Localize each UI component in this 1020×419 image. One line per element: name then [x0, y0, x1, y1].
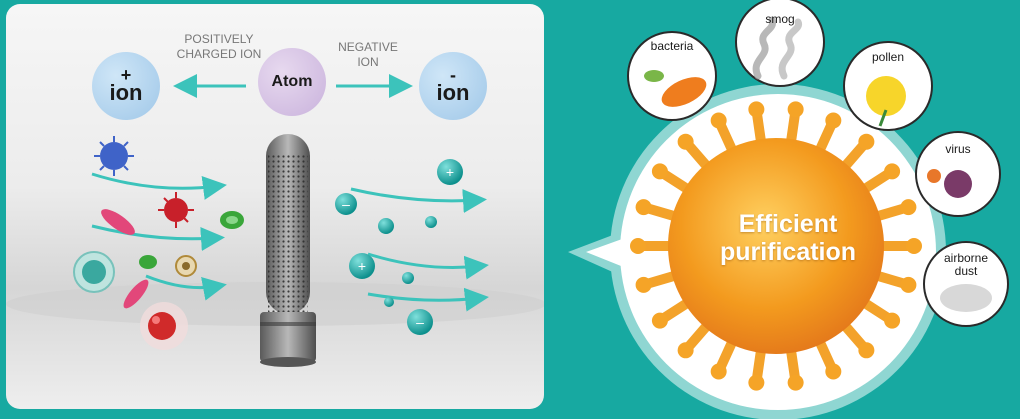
ion-balls: + – + –: [335, 159, 463, 335]
negative-ion-circle: - ion: [419, 52, 487, 120]
positive-ion-word: ion: [109, 80, 143, 105]
atom-circle: Atom: [258, 48, 326, 116]
virus-badge: [915, 131, 1001, 217]
virus-spike-tip: [710, 363, 727, 380]
smog-label: smog: [765, 12, 795, 26]
virus-spike-tip: [651, 163, 668, 180]
virus-spike-tip: [635, 276, 652, 293]
virus-spike-tip: [858, 133, 875, 150]
positive-ion-circle: + ion: [92, 52, 160, 120]
orange-virus-icon: [630, 101, 922, 391]
virus-label: virus: [945, 142, 971, 156]
virus-spike-tip: [677, 133, 694, 150]
virus-spike-tip: [900, 276, 917, 293]
virus-spike-tip: [630, 238, 646, 254]
negative-ion-sign: -: [450, 65, 456, 85]
svg-text:–: –: [416, 314, 424, 330]
purification-line-1: Efficient: [738, 210, 838, 238]
virus-spike-tip: [787, 101, 804, 118]
virus-spike-tip: [900, 199, 917, 216]
svg-text:+: +: [446, 164, 454, 180]
virus-spike-tip: [884, 163, 901, 180]
positive-caption: POSITIVELY CHARGED ION: [176, 32, 262, 61]
purification-title: Efficient purification: [683, 210, 893, 266]
red-cell-cluster-icon: [140, 302, 188, 350]
pollutant-flow-arrows: [91, 172, 227, 301]
tan-spore-icon: [175, 255, 197, 277]
bacteria-badge: [627, 31, 717, 121]
positive-ion-sign: +: [120, 65, 132, 85]
svg-text:–: –: [342, 196, 350, 212]
virus-spike-tip: [748, 101, 765, 118]
ionization-panel: POSITIVELY CHARGED ION NEGATIVE ION + io…: [6, 4, 544, 409]
ion-flow-arrows: [350, 187, 489, 312]
red-virus-icon: [158, 192, 194, 228]
airborne-dust-label: airborne dust: [943, 251, 989, 278]
negative-ion-word: ion: [436, 80, 470, 105]
svg-text:+: +: [358, 258, 366, 274]
virus-spike-tip: [710, 112, 727, 129]
blue-virus-icon: [94, 136, 134, 176]
virus-spike-tip: [858, 342, 875, 359]
virus-spike-tip: [748, 374, 765, 391]
pollen-badge: [843, 41, 933, 131]
virus-spike-tip: [825, 112, 842, 129]
virus-spike-tip: [651, 312, 668, 329]
pollen-label: pollen: [871, 50, 905, 64]
virus-spike-tip: [884, 312, 901, 329]
virus-spike-tip: [825, 363, 842, 380]
virus-spike-tip: [677, 342, 694, 359]
pink-bacterium-2-icon: [123, 279, 149, 309]
bacteria-label: bacteria: [650, 39, 694, 53]
teal-bacteria-cluster-icon: [73, 251, 115, 293]
green-cell-icon: [139, 211, 244, 269]
pink-bacterium-icon: [101, 209, 135, 235]
atom-label: Atom: [271, 73, 313, 90]
virus-spike-tip: [635, 199, 652, 216]
smog-badge: [735, 0, 825, 87]
virus-spike-tip: [787, 374, 804, 391]
purification-line-2: purification: [719, 238, 857, 266]
virus-spike-tip: [906, 238, 922, 254]
ionizer-tube-icon: [260, 134, 316, 367]
airborne-dust-badge: [923, 241, 1009, 327]
ionization-illustration: + – + –: [6, 74, 544, 367]
negative-caption: NEGATIVE ION: [338, 40, 398, 69]
